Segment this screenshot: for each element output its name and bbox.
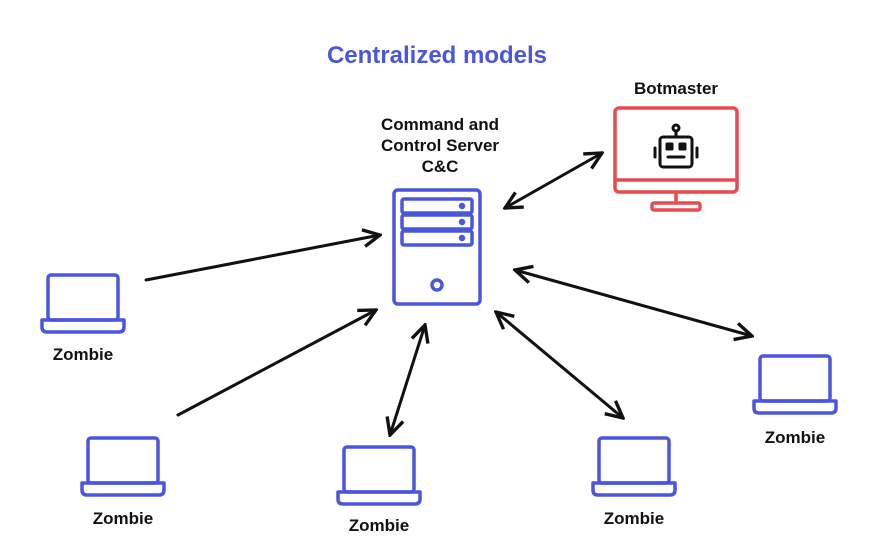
laptop-icon — [336, 445, 422, 506]
zombie-label: Zombie — [52, 345, 114, 364]
diagram-title: Centralized models — [326, 42, 548, 69]
cc-label-line1: Command and — [380, 115, 500, 134]
cc-label-line3: C&C — [421, 157, 459, 176]
zombie-label: Zombie — [348, 516, 410, 535]
laptop-icon — [80, 436, 166, 497]
laptop-icon — [40, 273, 126, 334]
laptop-icon — [591, 436, 677, 497]
zombie-label: Zombie — [764, 428, 826, 447]
arrow-zombie2-cc — [176, 310, 376, 417]
botmaster-label: Botmaster — [633, 79, 719, 98]
cc-label: Command and Control Server C&C — [340, 114, 540, 177]
arrow-cc-zombie4 — [496, 312, 623, 418]
zombie-label: Zombie — [92, 509, 154, 528]
laptop-icon — [752, 354, 838, 415]
arrow-zombie1-cc — [144, 235, 380, 282]
robot-monitor-icon — [613, 106, 739, 212]
cc-label-line2: Control Server — [380, 136, 500, 155]
arrow-cc-zombie5 — [515, 270, 752, 336]
server-icon — [392, 188, 482, 306]
arrow-cc-zombie3 — [390, 325, 425, 435]
arrow-cc-botmaster — [505, 153, 602, 208]
zombie-label: Zombie — [603, 509, 665, 528]
